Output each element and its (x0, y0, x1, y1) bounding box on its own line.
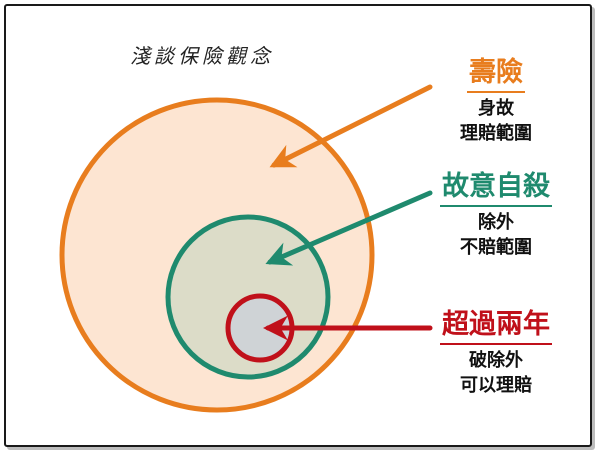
suicide-line1: 除外 (478, 212, 514, 233)
two-years-heading: 超過兩年 (440, 308, 552, 345)
two-years-label: 超過兩年 破除外 可以理賠 (396, 308, 596, 398)
diagram-frame (4, 4, 592, 447)
suicide-arrow (265, 190, 433, 266)
suicide-line2: 不賠範圍 (460, 237, 532, 258)
suicide-heading: 故意自殺 (440, 170, 552, 207)
suicide-label: 故意自殺 除外 不賠範圍 (396, 170, 596, 260)
diagram-title: 淺談保險觀念 (130, 44, 274, 68)
life-insurance-heading: 壽險 (467, 56, 525, 93)
two-years-line2: 可以理賠 (460, 375, 532, 396)
two-years-line1: 破除外 (469, 350, 523, 371)
life-insurance-line2: 理賠範圍 (460, 123, 532, 144)
life-arrow (269, 84, 433, 168)
life-insurance-line1: 身故 (478, 98, 514, 119)
life-insurance-label: 壽險 身故 理賠範圍 (396, 56, 596, 146)
